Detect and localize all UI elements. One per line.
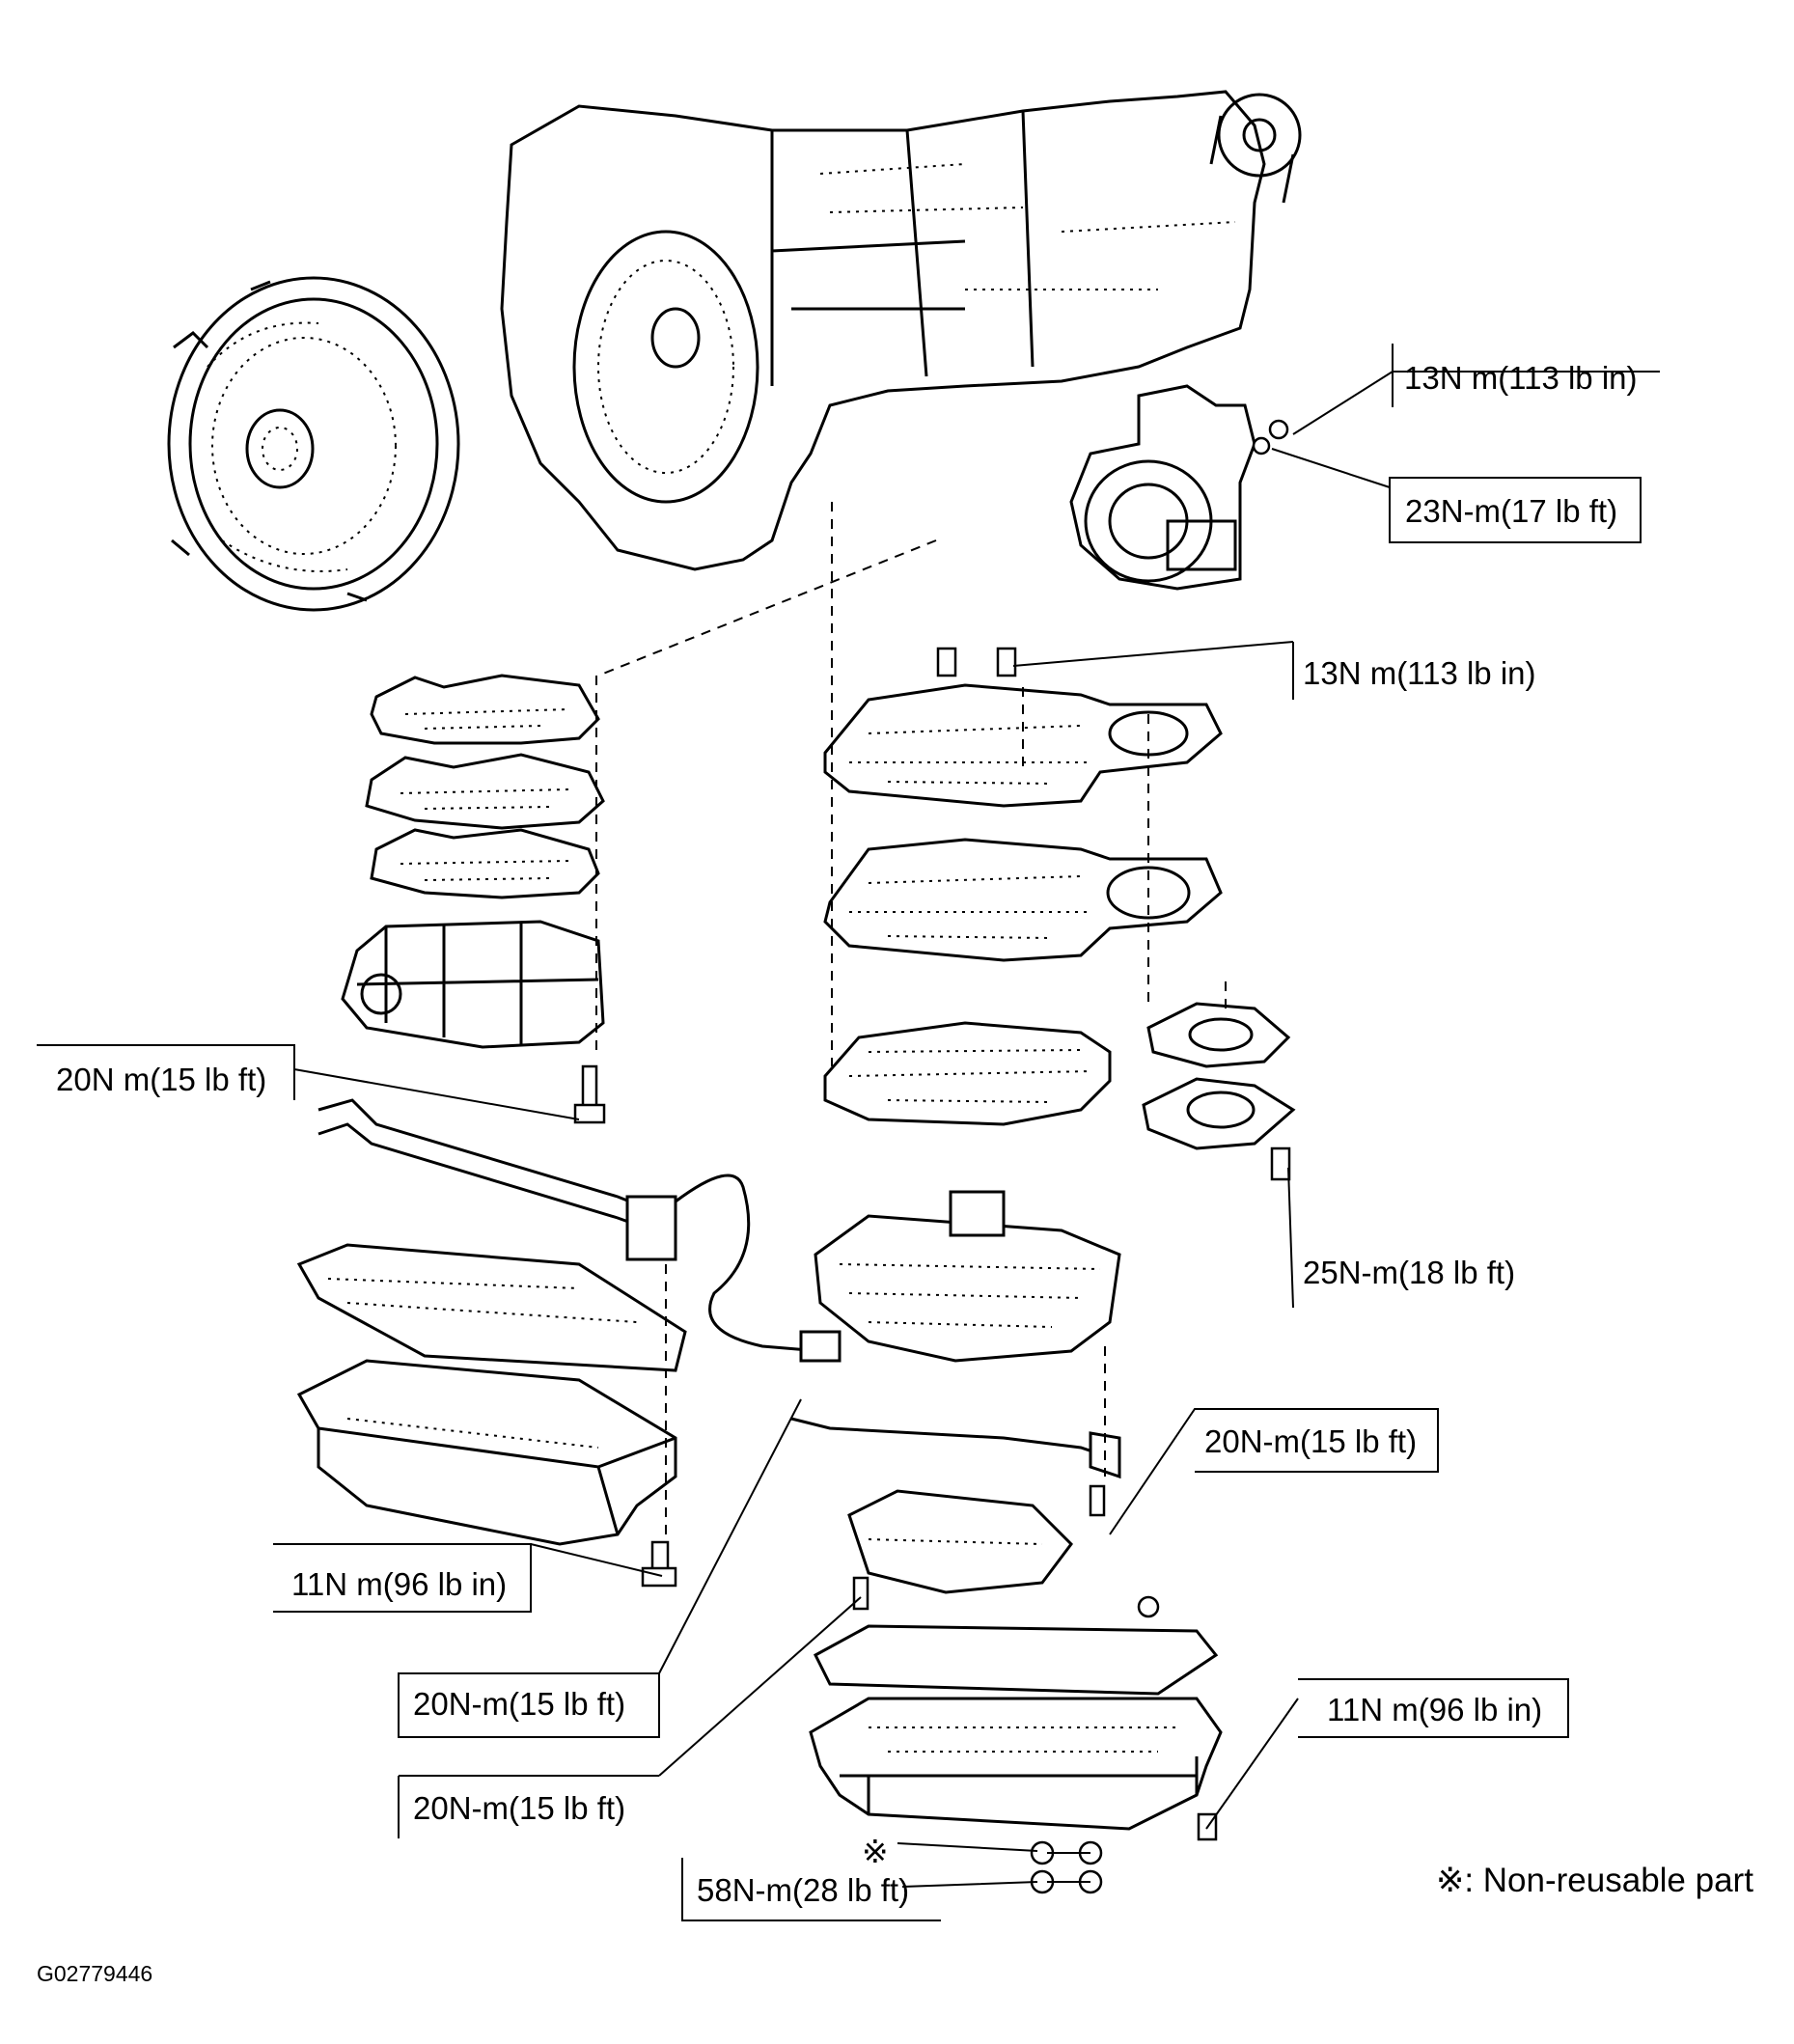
figure-code: G02779446	[37, 1961, 152, 1986]
torque-callout-2: 23N-m(17 lb ft)	[1405, 493, 1617, 529]
torque-callout-11: 58N-m(28 lb ft)	[697, 1872, 909, 1908]
accumulator-cover	[1142, 1077, 1296, 1181]
torque-callout-5: 25N-m(18 lb ft)	[1303, 1255, 1515, 1290]
oil-pan-gasket	[814, 1624, 1219, 1696]
main-oil-pan	[809, 1595, 1223, 1841]
non-reusable-marker: ※	[862, 1834, 889, 1869]
mount-nut	[1252, 436, 1271, 456]
left-oil-pan	[296, 1359, 677, 1588]
lower-valve-gasket	[823, 1021, 1112, 1126]
torque-callout-10: 11N m(96 lb in)	[1327, 1692, 1542, 1727]
torque-converter	[167, 276, 460, 612]
callout-leaders	[37, 344, 1660, 1921]
detent-spring	[790, 1417, 1121, 1479]
torque-callout-9: 20N-m(15 lb ft)	[413, 1790, 625, 1826]
torque-callout-7: 11N m(96 lb in)	[291, 1566, 507, 1602]
left-bolt-20nm	[573, 1064, 606, 1124]
wire-harness	[317, 1098, 842, 1363]
mount-bolt	[1268, 419, 1289, 440]
upper-valve-body	[341, 920, 605, 1049]
non-reusable-legend: ※: Non-reusable part	[1436, 1862, 1753, 1899]
lower-valve-body	[814, 1190, 1121, 1611]
small-plate	[847, 1489, 1073, 1594]
torque-callout-8: 20N-m(15 lb ft)	[413, 1686, 625, 1722]
valve-bolts-top	[936, 647, 1017, 677]
separator-plate	[823, 838, 1223, 962]
drain-plugs	[1030, 1840, 1103, 1894]
oil-strainer	[296, 1243, 687, 1372]
torque-callout-4: 20N m(15 lb ft)	[56, 1062, 266, 1097]
torque-callout-1: 13N m(113 lb in)	[1404, 360, 1638, 396]
accumulator-gasket	[1146, 1002, 1291, 1068]
left-plate-stack	[365, 674, 605, 899]
torque-callout-6: 20N-m(15 lb ft)	[1204, 1423, 1417, 1459]
alignment-lines	[595, 502, 1227, 1542]
torque-callout-3: 13N m(113 lb in)	[1303, 655, 1536, 691]
transmission-case	[500, 90, 1302, 591]
